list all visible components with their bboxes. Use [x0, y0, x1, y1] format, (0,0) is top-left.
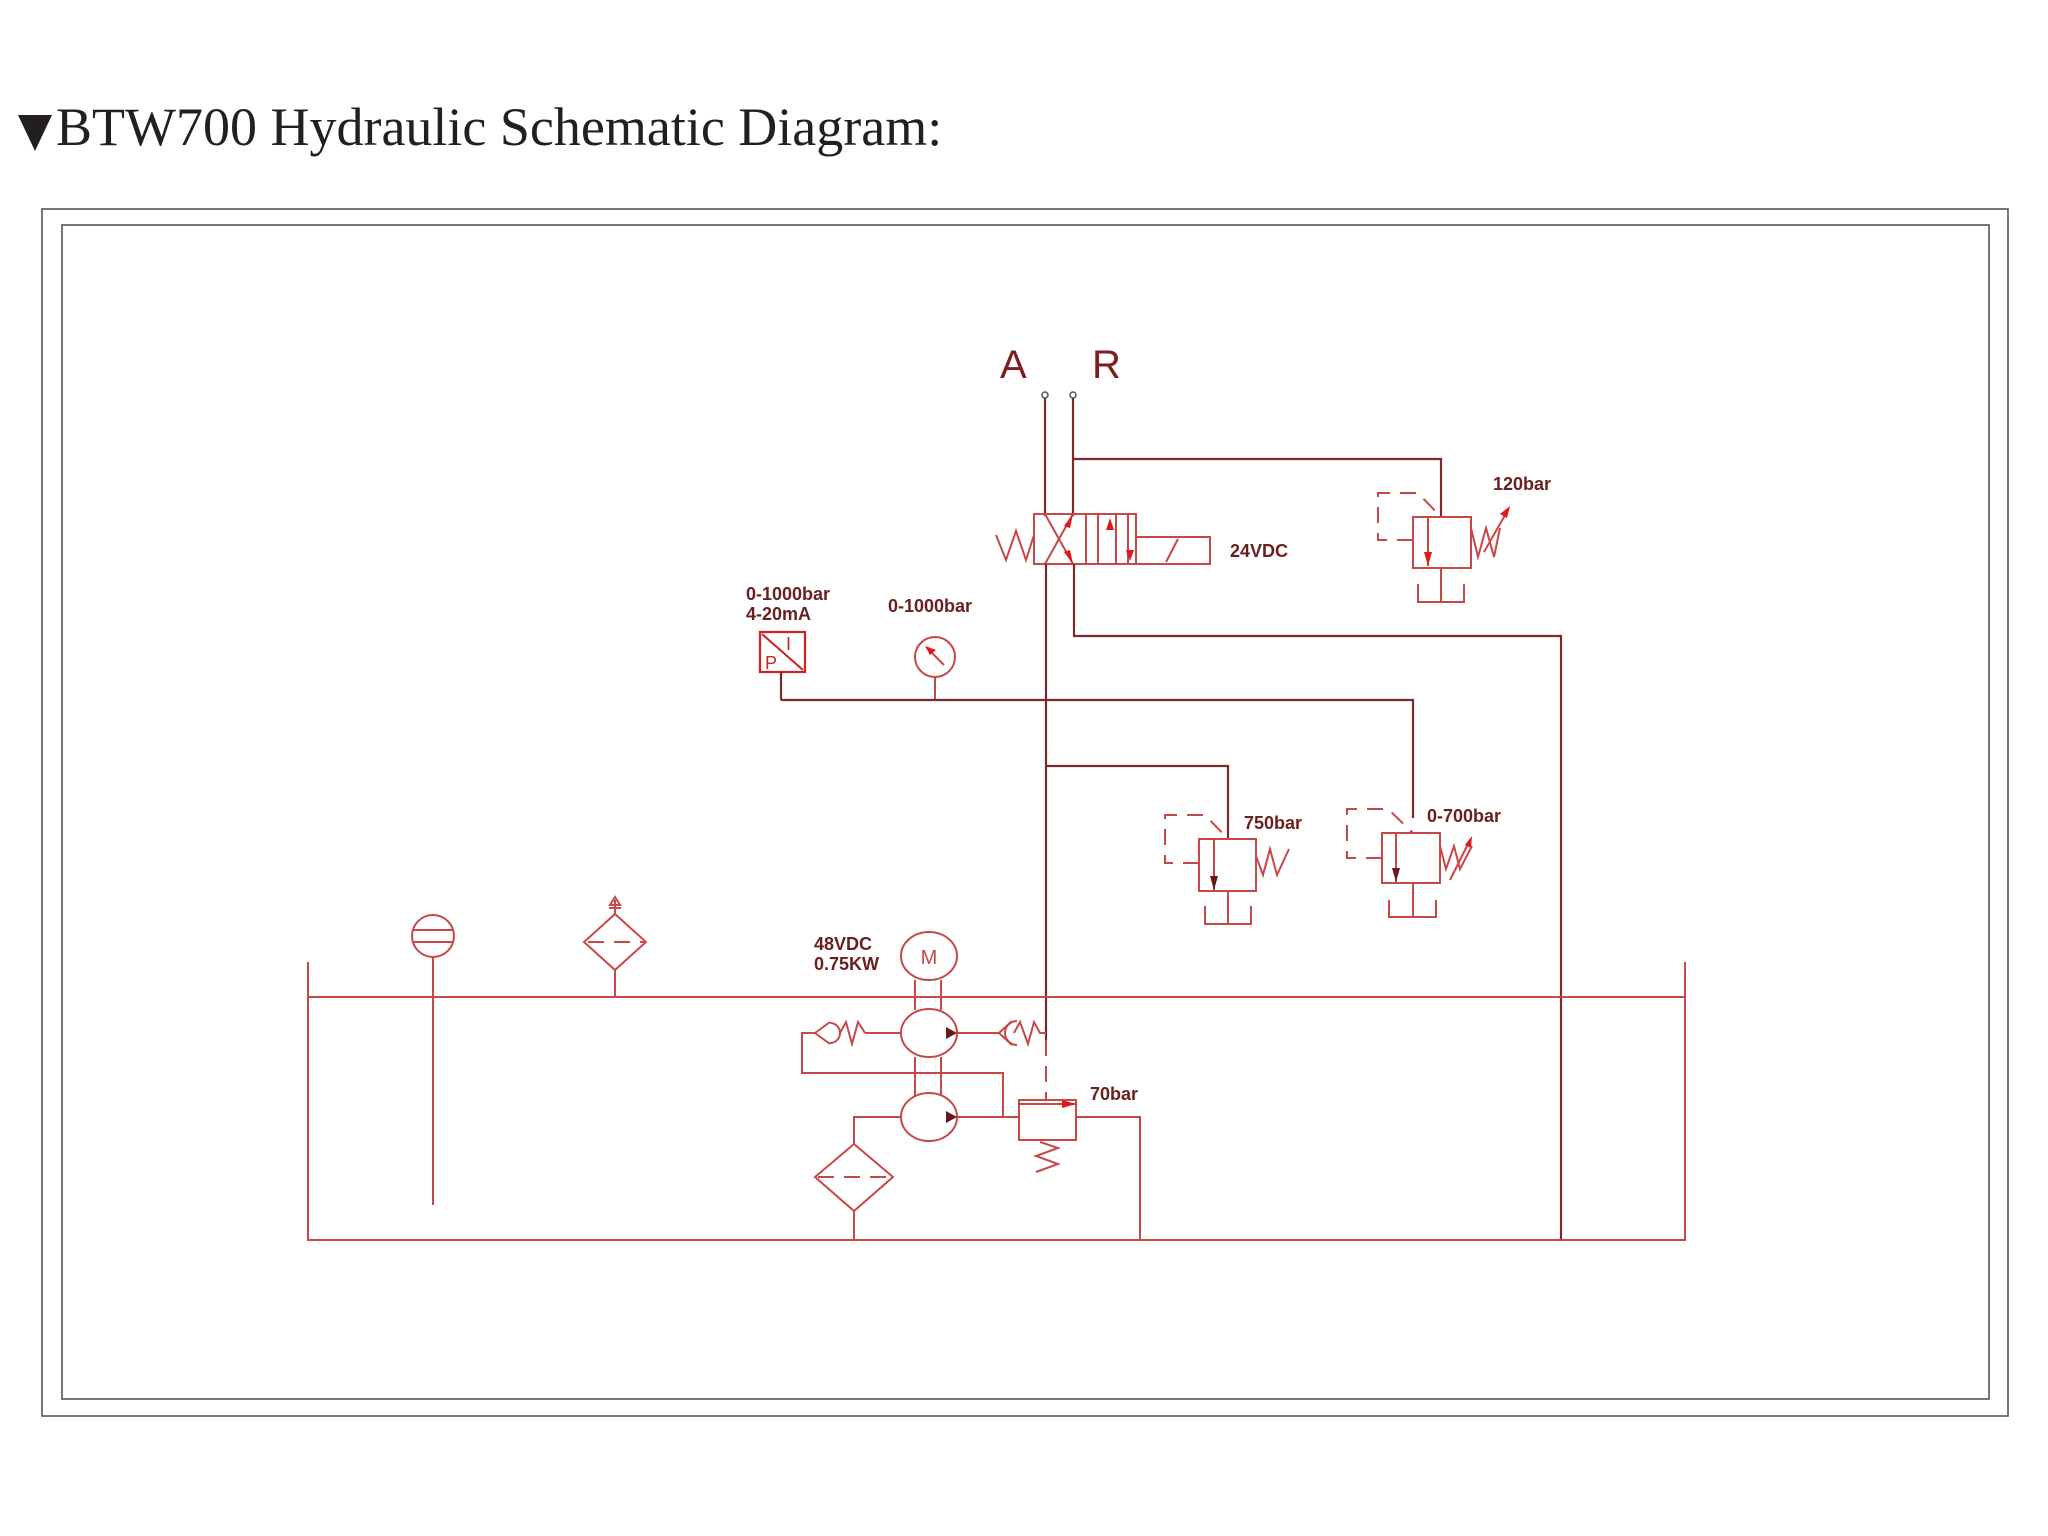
level-gauge-icon — [411, 914, 455, 1205]
port-r: R — [1069, 343, 1121, 399]
drawing-frame — [41, 208, 2009, 1417]
directional-valve: 24VDC — [995, 513, 1288, 565]
svg-text:A: A — [1000, 343, 1027, 387]
svg-text:M: M — [921, 947, 938, 969]
title-text: BTW700 Hydraulic Schematic Diagram: — [56, 97, 943, 157]
unloading-70bar-label: 70bar — [1090, 1084, 1138, 1104]
pressure-gauge: 0-1000bar — [888, 596, 972, 700]
relief-0-700bar-label: 0-700bar — [1427, 806, 1501, 826]
relief-valve-0-700bar: 0-700bar — [1346, 806, 1501, 918]
svg-text:4-20mA: 4-20mA — [746, 604, 811, 624]
svg-text:0.75KW: 0.75KW — [814, 954, 879, 974]
svg-text:48VDC: 48VDC — [814, 934, 872, 954]
svg-text:0-1000bar: 0-1000bar — [888, 596, 972, 616]
unloading-valve-70bar: 70bar — [1018, 1084, 1141, 1240]
page-title: BTW700 Hydraulic Schematic Diagram: — [18, 100, 942, 154]
suction-filter-icon — [813, 1142, 895, 1240]
relief-750bar-label: 750bar — [1244, 813, 1302, 833]
pump-low-pressure — [853, 1092, 1019, 1144]
port-a: A — [1000, 343, 1049, 399]
breather-filter-icon — [582, 895, 648, 997]
relief-valve-120bar: 120bar — [1377, 474, 1551, 603]
svg-text:I: I — [786, 634, 791, 654]
svg-text:0-1000bar: 0-1000bar — [746, 584, 830, 604]
reservoir-tank — [307, 962, 1686, 1241]
pump-high-pressure — [801, 1008, 1046, 1118]
relief-valve-750bar: 750bar — [1164, 813, 1302, 925]
pressure-transducer: 0-1000bar 4-20mA P I — [746, 584, 830, 700]
electric-motor: 48VDC 0.75KW M — [814, 931, 958, 1010]
triangle-bullet-icon — [18, 115, 52, 151]
svg-text:R: R — [1092, 343, 1121, 387]
relief-120bar-label: 120bar — [1493, 474, 1551, 494]
valve-voltage-label: 24VDC — [1230, 541, 1288, 561]
svg-text:P: P — [765, 653, 777, 673]
